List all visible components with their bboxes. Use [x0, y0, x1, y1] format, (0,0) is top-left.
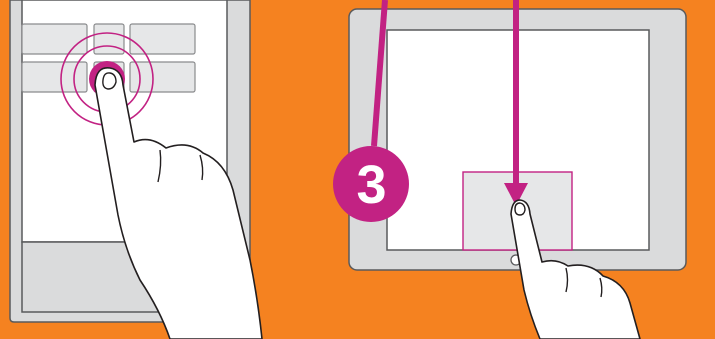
tile: [22, 24, 87, 54]
step-badge-circle: [333, 146, 409, 222]
tile: [94, 24, 124, 54]
tile: [130, 24, 195, 54]
